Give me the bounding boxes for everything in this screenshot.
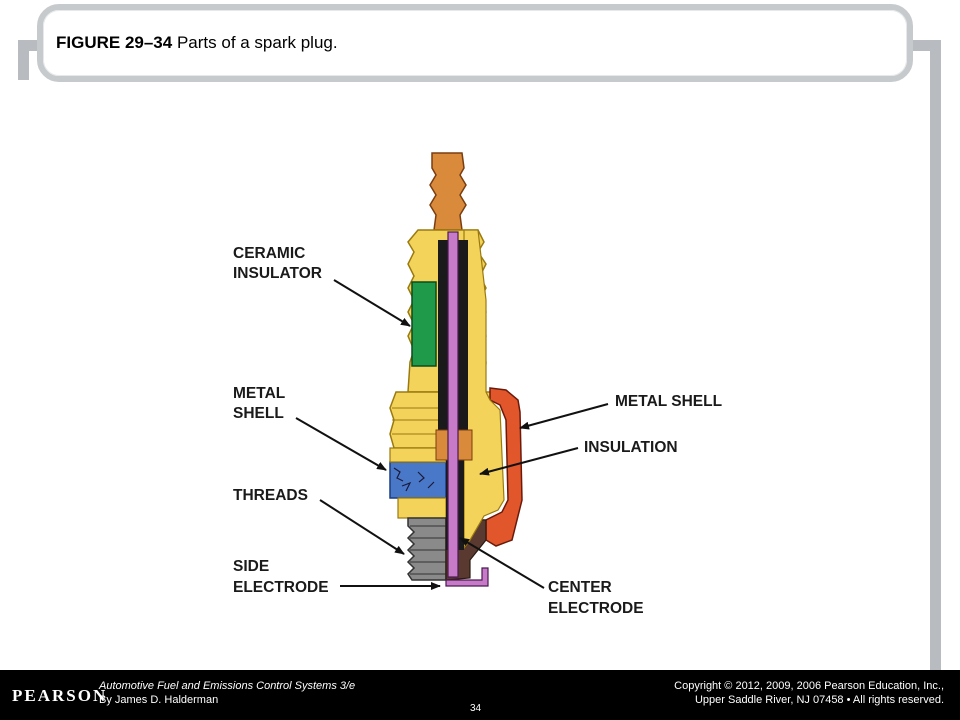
- label-insulation: INSULATION: [584, 439, 678, 456]
- footer-copyright: Copyright © 2012, 2009, 2006 Pearson Edu…: [674, 679, 944, 707]
- label-center-electrode-line2: ELECTRODE: [548, 600, 644, 617]
- title-box-inner: [43, 10, 907, 76]
- slide-frame-top-left: [18, 40, 48, 51]
- arrow-metal-shell-left: [295, 417, 387, 471]
- figure-caption: Parts of a spark plug.: [172, 33, 338, 52]
- slide-frame-left: [18, 40, 29, 80]
- title-box: [37, 4, 913, 82]
- label-ceramic-insulator-line1: CERAMIC: [233, 245, 305, 262]
- label-threads: THREADS: [233, 487, 308, 504]
- terminal-nut: [429, 152, 467, 231]
- slide-footer: PEARSON Automotive Fuel and Emissions Co…: [0, 670, 960, 720]
- figure-number: FIGURE 29–34: [56, 33, 173, 52]
- arrow-ceramic-insulator: [333, 279, 411, 327]
- arrow-center-electrode: [459, 537, 545, 589]
- footer-copyright-line2: Upper Saddle River, NJ 07458 • All right…: [694, 694, 944, 706]
- blue-band-pattern: [393, 467, 435, 492]
- spark-plug-diagram: CERAMIC INSULATOR METAL SHELL THREADS SI…: [233, 152, 722, 617]
- label-metal-shell-left-line1: METAL: [233, 385, 285, 402]
- footer-page-number: 34: [470, 703, 482, 714]
- slide-frame-right: [930, 40, 941, 670]
- label-metal-shell-right: METAL SHELL: [615, 393, 722, 410]
- figure-title: FIGURE 29–34 Parts of a spark plug.: [56, 33, 338, 53]
- label-side-electrode-line2: ELECTRODE: [233, 579, 329, 596]
- pearson-logo: PEARSON: [12, 686, 108, 705]
- blue-band: [389, 461, 447, 499]
- label-metal-shell-left-line2: SHELL: [233, 405, 284, 422]
- arrow-threads: [319, 499, 405, 555]
- threaded-section: [406, 517, 447, 581]
- footer-author: By James D. Halderman: [99, 694, 219, 706]
- side-electrode-hook: [445, 567, 489, 587]
- yellow-below-band: [397, 497, 447, 519]
- arrow-metal-shell-right: [519, 403, 609, 430]
- ceramic-green-band: [411, 281, 437, 367]
- label-side-electrode-line1: SIDE: [233, 558, 269, 575]
- label-ceramic-insulator-line2: INSULATOR: [233, 265, 322, 282]
- footer-book-info: Automotive Fuel and Emissions Control Sy…: [99, 679, 355, 707]
- slide-frame-top-right: [900, 40, 941, 51]
- center-electrode-rod: [447, 231, 459, 578]
- arrow-insulation: [479, 447, 579, 476]
- label-center-electrode-line1: CENTER: [548, 579, 612, 596]
- footer-book-title: Automotive Fuel and Emissions Control Sy…: [99, 680, 356, 692]
- footer-copyright-line1: Copyright © 2012, 2009, 2006 Pearson Edu…: [674, 680, 944, 692]
